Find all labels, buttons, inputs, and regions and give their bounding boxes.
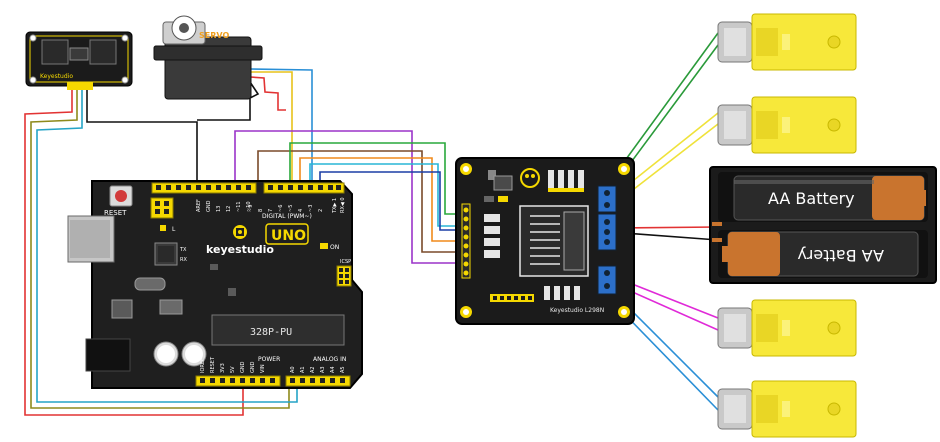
wire-sensor-vcc-red <box>24 90 244 416</box>
analog-pin-label: A2 <box>310 366 316 373</box>
rx-led-label: RX <box>180 257 187 263</box>
icsp-label: ICSP <box>340 259 351 265</box>
wire-sensor-echo-cyan <box>36 90 298 403</box>
power-pin-label: VIN <box>260 364 266 373</box>
wire-cyan <box>309 163 464 227</box>
chip-label: 328P-PU <box>250 327 292 338</box>
digital-pin-label: ~9 <box>248 205 254 212</box>
power-pin-label: GND <box>250 361 256 373</box>
aref-label: AREF <box>196 199 202 212</box>
screw-terminals <box>597 185 617 295</box>
tx-pin-label: TX▶ 1 <box>332 198 338 214</box>
power-pin-label: 3V3 <box>220 363 226 373</box>
power-pin-label: 5V <box>230 366 236 373</box>
analog-pin-label: A3 <box>320 366 326 373</box>
analog-pin-label: A4 <box>330 366 336 373</box>
digital-pin-label: 2 <box>318 209 324 212</box>
digital-pin-label: 12 <box>226 206 232 212</box>
on-led-label: ON <box>330 244 339 251</box>
sensor-brand-label: Keyestudio <box>40 73 73 80</box>
wire-orange <box>299 157 464 242</box>
digital-pin-label: ~6 <box>278 205 284 212</box>
motor-driver-board: Keyestudio L298N <box>455 157 635 325</box>
analog-pin-label: A5 <box>340 366 346 373</box>
digital-pin-label: 13 <box>216 206 222 212</box>
digital-header-left <box>151 182 257 194</box>
digital-pin-label: 8 <box>258 209 264 212</box>
l-led-label: L <box>172 226 176 233</box>
servo: SERVO <box>153 15 263 100</box>
power-pin-label: GND <box>240 361 246 373</box>
gear-motor <box>717 13 857 71</box>
digital-pin-label: ~11 <box>236 201 242 212</box>
digital-pin-label: 4 <box>298 209 304 212</box>
model-label: UNO <box>271 228 306 244</box>
driver-input-pins <box>461 203 471 279</box>
battery-bottom-label: AA Battery <box>797 246 884 265</box>
wire-servo-signal-yellow <box>250 71 293 188</box>
power-jack <box>85 338 131 372</box>
wire-sensor-gnd-black <box>86 90 198 184</box>
wire-servo-blue <box>249 68 313 188</box>
capacitors <box>153 341 207 367</box>
power-header <box>195 375 281 387</box>
digital-pin-label: ~10 <box>246 201 252 212</box>
gnd-label: GND <box>206 200 212 212</box>
analog-header <box>285 375 351 387</box>
wire-sensor-trig-olive <box>30 90 290 409</box>
power-pin-label: RESET <box>210 356 216 373</box>
wire-green <box>289 142 464 215</box>
gear-motor <box>717 299 857 357</box>
arduino-uno-board: RESET AREF GND 13 12 ~11 ~10~9 8 7 ~6 ~5 4 ~3 2 DI… <box>67 180 363 389</box>
analog-pin-label: A1 <box>300 366 306 373</box>
battery-top-label: AA Battery <box>768 189 855 208</box>
analog-header-label: ANALOG IN <box>313 356 346 363</box>
atmega-chip <box>211 314 345 346</box>
digital-header-label: DIGITAL (PWM~) <box>262 213 312 220</box>
wire-brown <box>257 150 464 253</box>
wires <box>24 32 719 416</box>
digital-pin-label: ~3 <box>308 205 314 212</box>
tx-led-label: TX <box>179 247 187 253</box>
digital-pin-labels: 13 12 ~11 ~10~9 8 7 ~6 ~5 4 ~3 2 <box>216 201 324 212</box>
analog-pin-label: A0 <box>290 366 296 373</box>
battery-holder: AA Battery AA Battery <box>709 166 937 284</box>
analog-pin-labels: A0 A1 A2 A3 A4 A5 <box>290 366 346 373</box>
gear-motor <box>717 380 857 438</box>
digital-header-right <box>263 182 345 194</box>
servo-label: SERVO <box>199 31 229 40</box>
reset-label: RESET <box>104 209 127 217</box>
driver-label: Keyestudio L298N <box>550 307 604 314</box>
digital-pin-label: 7 <box>268 209 274 212</box>
uno-badge <box>265 223 309 245</box>
brand-logo-text: keyestudio <box>206 243 274 256</box>
ultrasonic-sensor: Keyestudio <box>25 31 133 90</box>
power-pin-labels: IOREF RESET 3V3 5V GND GND VIN <box>200 356 266 373</box>
power-pin-label: IOREF <box>200 358 206 373</box>
wire-purple <box>234 130 464 264</box>
wire-servo-red <box>249 76 286 111</box>
gear-motors <box>717 13 857 438</box>
keyestudio-logo-icon <box>233 225 247 239</box>
rx-pin-label: RX◀ 0 <box>340 197 346 213</box>
power-header-label: POWER <box>258 356 280 363</box>
gear-motor <box>717 96 857 154</box>
wire-navy <box>319 171 464 231</box>
sensor-pin-header <box>67 82 93 90</box>
digital-pin-label: ~5 <box>288 205 294 212</box>
